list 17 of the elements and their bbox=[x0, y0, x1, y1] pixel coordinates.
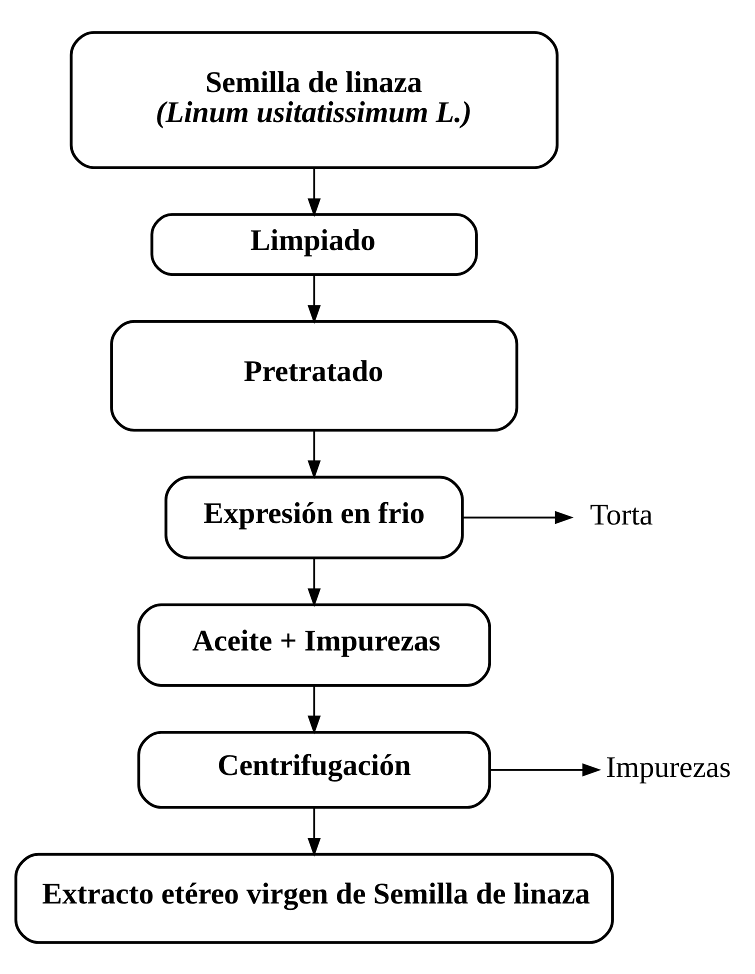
node-text: Impurezas bbox=[606, 750, 731, 784]
node-box: Centrifugación bbox=[137, 730, 492, 808]
arrow bbox=[490, 762, 602, 776]
node-box: Limpiado bbox=[150, 212, 478, 276]
arrow bbox=[308, 557, 321, 607]
node-box: Pretratado bbox=[110, 320, 518, 432]
node-box: Extracto etéreo virgen de Semilla de linaza bbox=[14, 852, 614, 944]
node-box: Semilla de linaza (Linum usitatissimum L.) bbox=[70, 30, 559, 168]
arrow bbox=[308, 685, 321, 734]
arrow bbox=[308, 274, 321, 324]
arrow bbox=[462, 510, 574, 524]
arrow bbox=[308, 430, 321, 479]
node-box: Expresión en frio bbox=[164, 475, 464, 559]
node-text: Torta bbox=[590, 498, 653, 532]
arrow bbox=[308, 807, 321, 856]
node-box: Aceite + Impurezas bbox=[137, 602, 492, 686]
arrow bbox=[308, 168, 321, 217]
